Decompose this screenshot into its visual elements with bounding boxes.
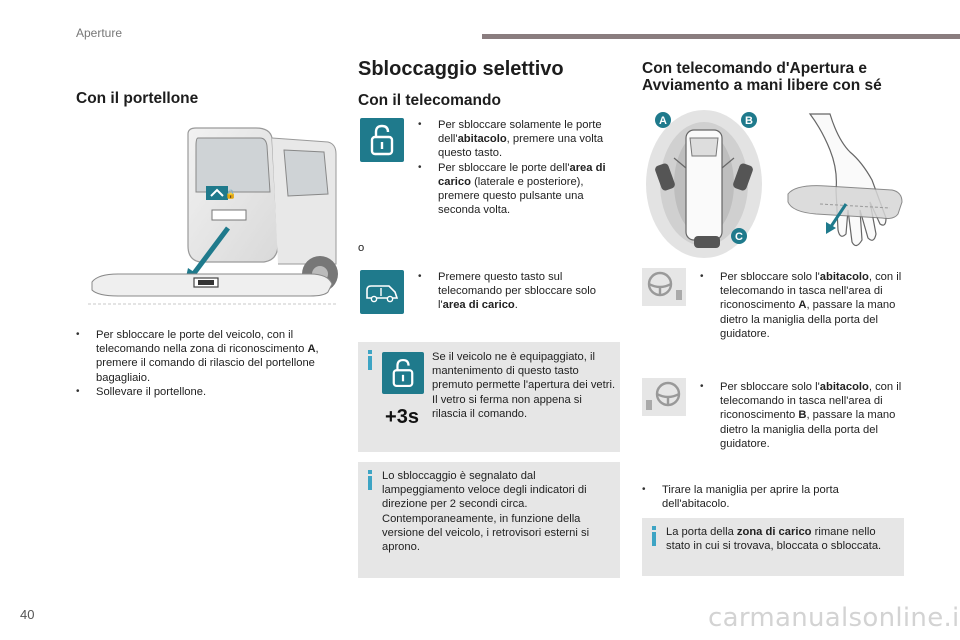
bullet-arrow-icon: • xyxy=(418,271,422,282)
bullet-arrow-icon: • xyxy=(700,381,704,392)
info-icon xyxy=(652,526,656,530)
middle-block1: • Per sbloccare solamente le porte dell'… xyxy=(418,119,606,217)
right-item2: • Per sbloccare solo l'abitacolo, con il… xyxy=(700,381,902,450)
left-bullet-1: • Per sbloccare le porte del veicolo, co… xyxy=(76,329,319,384)
steering-wheel-right-image xyxy=(642,378,686,416)
right-item1: • Per sbloccare solo l'abitacolo, con il… xyxy=(700,271,902,340)
hold-3s-badge: +3s xyxy=(385,405,419,428)
key-unlock-icon xyxy=(392,358,414,388)
recognition-zones-diagram: A B C xyxy=(646,110,762,258)
zone-a-label: A xyxy=(659,115,667,127)
cargo-button-image xyxy=(360,270,404,314)
info-box-cargo-door-text: La porta della zona di carico rimane nel… xyxy=(666,526,882,553)
right-bullet3: • Tirare la maniglia per aprire la porta… xyxy=(642,484,839,511)
key-unlock-icon xyxy=(370,124,394,156)
hand-on-handle-illustration xyxy=(787,113,903,247)
middle-block2: • Premere questo tasto sul telecomando p… xyxy=(418,271,596,312)
steering-wheel-icon xyxy=(647,271,673,297)
right-title: Con telecomando d'Apertura e Avviamento … xyxy=(642,60,882,94)
bullet-arrow-icon: • xyxy=(642,484,646,495)
bullet-arrow-icon: • xyxy=(76,329,80,340)
info-box-cargo-door: La porta della zona di carico rimane nel… xyxy=(642,518,904,576)
header-bar xyxy=(482,34,960,39)
page-number: 40 xyxy=(20,607,35,622)
info-box-windows-text: Se il veicolo ne è equipaggiato, il mant… xyxy=(432,351,616,420)
middle-title: Sbloccaggio selettivo xyxy=(358,58,564,80)
watermark: carmanualsonline.info xyxy=(708,603,960,633)
bullet-arrow-icon: • xyxy=(76,385,80,397)
section-header: Aperture xyxy=(76,26,123,40)
svg-text:🔒: 🔒 xyxy=(225,189,236,199)
middle-subtitle: Con il telecomando xyxy=(358,92,501,109)
info-box-signal-text: Lo sbloccaggio è segnalato dal lampeggia… xyxy=(382,470,590,554)
steering-wheel-icon xyxy=(655,381,681,407)
left-bullet-2: • Sollevare il portellone. xyxy=(76,385,207,398)
left-bullets: • Per sbloccare le porte del veicolo, co… xyxy=(76,328,336,399)
unlock-button-image xyxy=(360,118,404,162)
bullet-arrow-icon: • xyxy=(418,161,422,173)
zone-c-label: C xyxy=(735,231,743,243)
tailgate-illustration: 🔒 xyxy=(88,127,338,305)
info-icon xyxy=(368,350,372,354)
bullet-arrow-icon: • xyxy=(418,119,422,130)
info-box-signal: Lo sbloccaggio è segnalato dal lampeggia… xyxy=(358,462,620,578)
info-box-windows: +3s Se il veicolo ne è equipaggiato, il … xyxy=(358,342,620,452)
info-icon xyxy=(368,470,372,474)
left-title: Con il portellone xyxy=(76,90,199,107)
steering-wheel-left-image xyxy=(642,268,686,306)
bullet-arrow-icon: • xyxy=(700,271,704,282)
van-cargo-icon xyxy=(366,285,399,303)
window-button-image xyxy=(382,352,424,394)
or-text: o xyxy=(358,242,365,254)
zone-b-label: B xyxy=(745,115,753,127)
